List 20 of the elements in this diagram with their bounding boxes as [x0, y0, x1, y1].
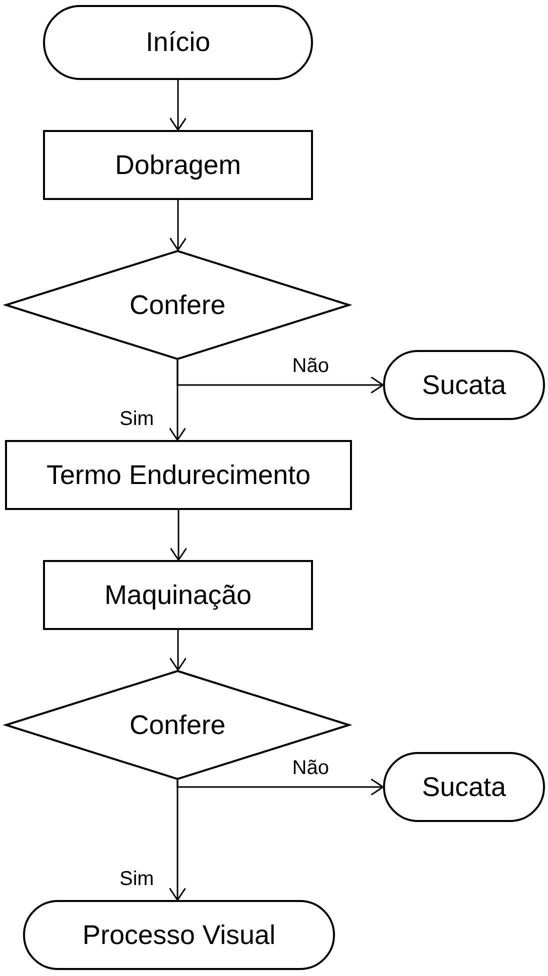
- process-box: [43, 560, 313, 630]
- node-label: Confere: [129, 710, 226, 740]
- arrow: [169, 630, 187, 671]
- arrow: [170, 510, 188, 561]
- node-label: Processo Visual: [82, 920, 276, 950]
- process-box: [5, 440, 352, 510]
- arrow: [168, 780, 186, 901]
- arrow: [176, 778, 384, 796]
- node-label: Confere: [129, 290, 226, 320]
- node-label: Termo Endurecimento: [46, 460, 311, 490]
- process-box: [43, 130, 313, 200]
- node-label: Maquinação: [104, 580, 252, 610]
- node-label: Dobragem: [114, 150, 242, 180]
- arrow: [169, 80, 187, 131]
- arrow: [169, 200, 187, 251]
- node-label: Sucata: [422, 370, 506, 400]
- node-label: Sucata: [422, 772, 506, 802]
- node-label: Início: [146, 27, 210, 58]
- arrow: [168, 360, 186, 441]
- decision-diamond: [5, 670, 350, 780]
